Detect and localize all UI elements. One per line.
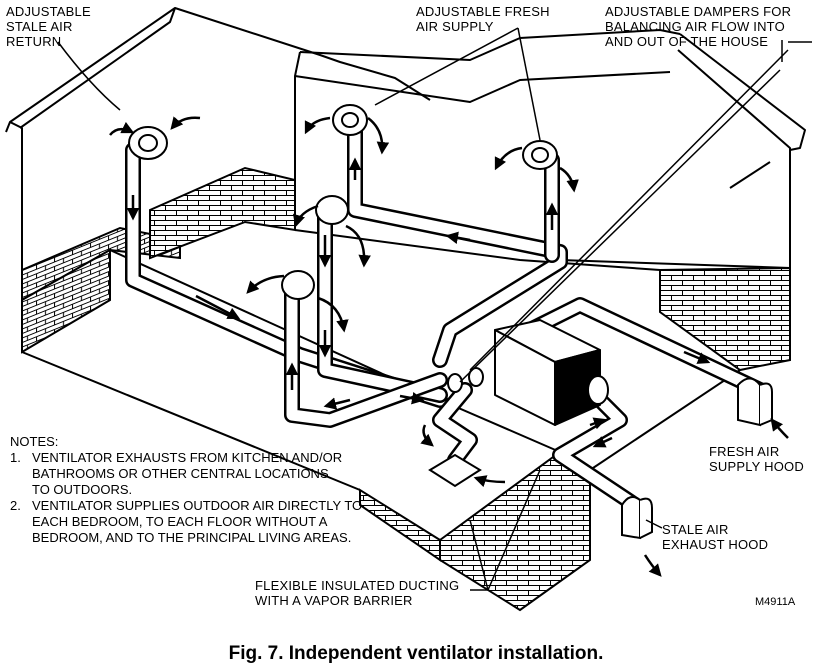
fresh-air-outlet-rear-right — [522, 140, 558, 170]
label-line: FRESH AIR — [709, 444, 780, 459]
label-line: RETURN — [6, 34, 62, 49]
fresh-air-outlet-rear-left — [332, 104, 368, 136]
label-line: ADJUSTABLE FRESH — [416, 4, 550, 19]
stale-air-exhaust-hood — [621, 495, 653, 540]
note-line: TO OUTDOORS. — [32, 482, 133, 497]
label-line: FLEXIBLE INSULATED DUCTING — [255, 578, 460, 593]
note-line: BATHROOMS OR OTHER CENTRAL LOCATIONS — [32, 466, 329, 481]
label-line: ADJUSTABLE — [6, 4, 91, 19]
label-line: ADJUSTABLE DAMPERS FOR — [605, 4, 792, 19]
label-line: SUPPLY HOOD — [709, 459, 804, 474]
label-line: AND OUT OF THE HOUSE — [605, 34, 769, 49]
airflow-arrows — [109, 116, 789, 577]
label-line: BALANCING AIR FLOW INTO — [605, 19, 785, 34]
figure-id: M4911A — [755, 596, 796, 608]
note-number: 2. — [10, 498, 21, 513]
back-brick-wall — [149, 166, 296, 260]
right-brick-wall — [659, 266, 791, 372]
note-number: 1. — [10, 450, 21, 465]
note-line: BEDROOM, AND TO THE PRINCIPAL LIVING ARE… — [32, 530, 352, 545]
note-item-2: 2. VENTILATOR SUPPLIES OUTDOOR AIR DIREC… — [10, 498, 362, 546]
label-adjustable-stale-air-return: ADJUSTABLE STALE AIR RETURN — [6, 4, 91, 49]
ventilator-unit — [494, 319, 609, 426]
label-line: AIR SUPPLY — [416, 19, 494, 34]
stale-air-return-grille — [128, 126, 168, 160]
notes-block: NOTES: 1. VENTILATOR EXHAUSTS FROM KITCH… — [10, 434, 362, 546]
note-line: EACH BEDROOM, TO EACH FLOOR WITHOUT A — [32, 514, 328, 529]
note-item-1: 1. VENTILATOR EXHAUSTS FROM KITCHEN AND/… — [10, 450, 362, 498]
label-flexible-ducting: FLEXIBLE INSULATED DUCTING WITH A VAPOR … — [255, 578, 459, 608]
kitchen-exhaust-grille — [428, 453, 482, 488]
fresh-air-outlet-middle — [315, 195, 349, 225]
fresh-air-supply-hood — [737, 377, 773, 427]
leader-lines — [57, 27, 812, 591]
note-line: VENTILATOR SUPPLIES OUTDOOR AIR DIRECTLY… — [32, 498, 363, 513]
label-line: STALE AIR — [6, 19, 73, 34]
figure-caption: Fig. 7. Independent ventilator installat… — [228, 643, 604, 664]
label-stale-air-exhaust-hood: STALE AIR EXHAUST HOOD — [662, 522, 768, 552]
front-brick-corner — [359, 450, 591, 612]
label-fresh-air-supply-hood: FRESH AIR SUPPLY HOOD — [709, 444, 804, 474]
label-adjustable-dampers: ADJUSTABLE DAMPERS FOR BALANCING AIR FLO… — [605, 4, 791, 49]
damper-pair — [447, 367, 484, 393]
note-line: VENTILATOR EXHAUSTS FROM KITCHEN AND/OR — [32, 450, 343, 465]
fresh-air-outlet-front — [281, 270, 315, 300]
label-adjustable-fresh-air-supply: ADJUSTABLE FRESH AIR SUPPLY — [416, 4, 550, 34]
label-line: EXHAUST HOOD — [662, 537, 769, 552]
notes-title: NOTES: — [10, 434, 59, 449]
label-line: WITH A VAPOR BARRIER — [255, 593, 413, 608]
label-line: STALE AIR — [662, 522, 729, 537]
